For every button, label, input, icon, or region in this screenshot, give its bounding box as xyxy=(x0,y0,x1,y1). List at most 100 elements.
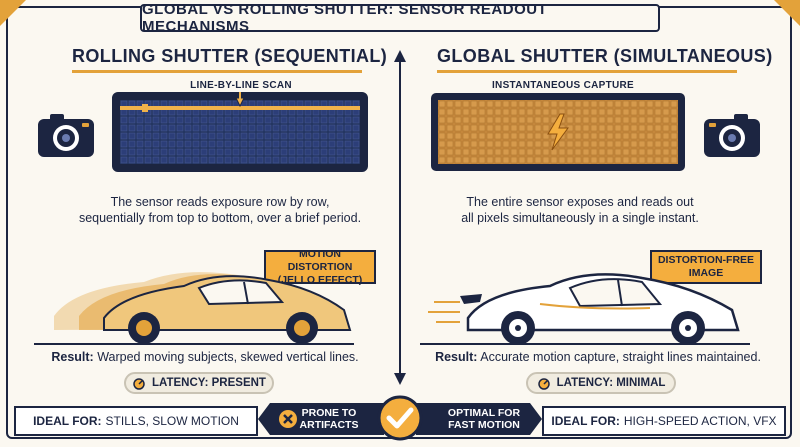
global-description-line: The entire sensor exposes and reads out xyxy=(466,195,694,209)
sensor-pixel xyxy=(168,116,176,124)
sensor-pixel xyxy=(462,124,470,132)
sensor-pixel xyxy=(590,124,598,132)
sensor-pixel xyxy=(534,140,542,148)
sensor-pixel xyxy=(160,140,168,148)
sensor-pixel xyxy=(478,132,486,140)
sensor-pixel xyxy=(654,116,662,124)
sensor-pixel xyxy=(630,108,638,116)
sensor-pixel xyxy=(264,148,272,156)
sensor-pixel xyxy=(566,148,574,156)
sensor-pixel xyxy=(232,156,240,164)
sensor-pixel xyxy=(574,100,582,108)
sensor-pixel xyxy=(446,100,454,108)
sensor-pixel xyxy=(606,108,614,116)
sensor-pixel xyxy=(606,100,614,108)
sensor-pixel xyxy=(248,132,256,140)
sensor-pixel xyxy=(192,140,200,148)
sensor-pixel xyxy=(510,148,518,156)
sensor-pixel xyxy=(534,156,542,164)
sensor-pixel xyxy=(502,148,510,156)
scan-label: LINE-BY-LINE SCAN xyxy=(190,80,292,91)
sensor-pixel xyxy=(454,116,462,124)
sensor-pixel xyxy=(542,108,550,116)
sensor-pixel xyxy=(232,124,240,132)
rolling-description-line: The sensor reads exposure row by row, xyxy=(110,195,330,209)
sensor-pixel xyxy=(462,116,470,124)
sensor-pixel xyxy=(200,116,208,124)
sensor-pixel xyxy=(352,140,360,148)
sensor-pixel xyxy=(662,108,670,116)
sensor-pixel xyxy=(296,156,304,164)
sensor-pixel xyxy=(280,124,288,132)
sensor-pixel xyxy=(454,124,462,132)
sensor-pixel xyxy=(518,108,526,116)
sensor-pixel xyxy=(542,132,550,140)
sensor-pixel xyxy=(662,148,670,156)
sensor-pixel xyxy=(352,148,360,156)
sensor-pixel xyxy=(526,100,534,108)
sensor-pixel xyxy=(304,124,312,132)
sensor-pixel xyxy=(184,116,192,124)
sensor-pixel xyxy=(614,148,622,156)
sensor-pixel xyxy=(304,140,312,148)
rolling-heading-underline xyxy=(72,70,362,73)
sensor-pixel xyxy=(344,156,352,164)
sensor-pixel xyxy=(646,108,654,116)
sensor-pixel xyxy=(160,156,168,164)
sensor-pixel xyxy=(622,148,630,156)
sensor-pixel xyxy=(526,148,534,156)
sensor-pixel xyxy=(630,156,638,164)
sensor-pixel xyxy=(160,124,168,132)
sensor-pixel xyxy=(478,100,486,108)
sensor-pixel xyxy=(168,156,176,164)
sensor-pixel xyxy=(478,140,486,148)
sensor-pixel xyxy=(248,140,256,148)
sensor-pixel xyxy=(454,100,462,108)
sensor-pixel xyxy=(288,132,296,140)
sensor-pixel xyxy=(670,108,678,116)
sensor-pixel xyxy=(566,108,574,116)
sensor-pixel xyxy=(344,116,352,124)
sensor-pixel xyxy=(280,140,288,148)
sensor-pixel xyxy=(566,116,574,124)
sensor-pixel xyxy=(446,148,454,156)
sensor-pixel xyxy=(574,116,582,124)
sensor-pixel xyxy=(264,140,272,148)
sensor-pixel xyxy=(446,140,454,148)
rolling-result: Result: Warped moving subjects, skewed v… xyxy=(40,350,370,364)
sensor-pixel xyxy=(232,132,240,140)
sensor-pixel xyxy=(344,132,352,140)
sensor-pixel xyxy=(494,148,502,156)
sensor-pixel xyxy=(646,148,654,156)
sensor-pixel xyxy=(526,108,534,116)
sensor-pixel xyxy=(502,100,510,108)
sensor-pixel xyxy=(590,140,598,148)
rolling-ideal-for: IDEAL FOR: STILLS, SLOW MOTION xyxy=(14,406,258,436)
sensor-pixel xyxy=(510,140,518,148)
sensor-pixel xyxy=(462,148,470,156)
sensor-pixel xyxy=(606,124,614,132)
sensor-pixel xyxy=(280,148,288,156)
camera-icon xyxy=(38,114,94,157)
sensor-pixel xyxy=(582,100,590,108)
sensor-pixel xyxy=(272,124,280,132)
sensor-pixel xyxy=(136,132,144,140)
sensor-pixel xyxy=(280,116,288,124)
x-mark-icon xyxy=(279,410,297,428)
sensor-pixel xyxy=(654,156,662,164)
sensor-pixel xyxy=(304,148,312,156)
sensor-pixel xyxy=(248,156,256,164)
sensor-pixel xyxy=(232,148,240,156)
sensor-pixel xyxy=(598,148,606,156)
sensor-pixel xyxy=(638,100,646,108)
sensor-pixel xyxy=(176,148,184,156)
sensor-pixel xyxy=(494,132,502,140)
sensor-pixel xyxy=(152,124,160,132)
sensor-pixel xyxy=(192,124,200,132)
sensor-pixel xyxy=(606,140,614,148)
sensor-pixel xyxy=(352,116,360,124)
sensor-pixel xyxy=(646,156,654,164)
sensor-pixel xyxy=(312,156,320,164)
